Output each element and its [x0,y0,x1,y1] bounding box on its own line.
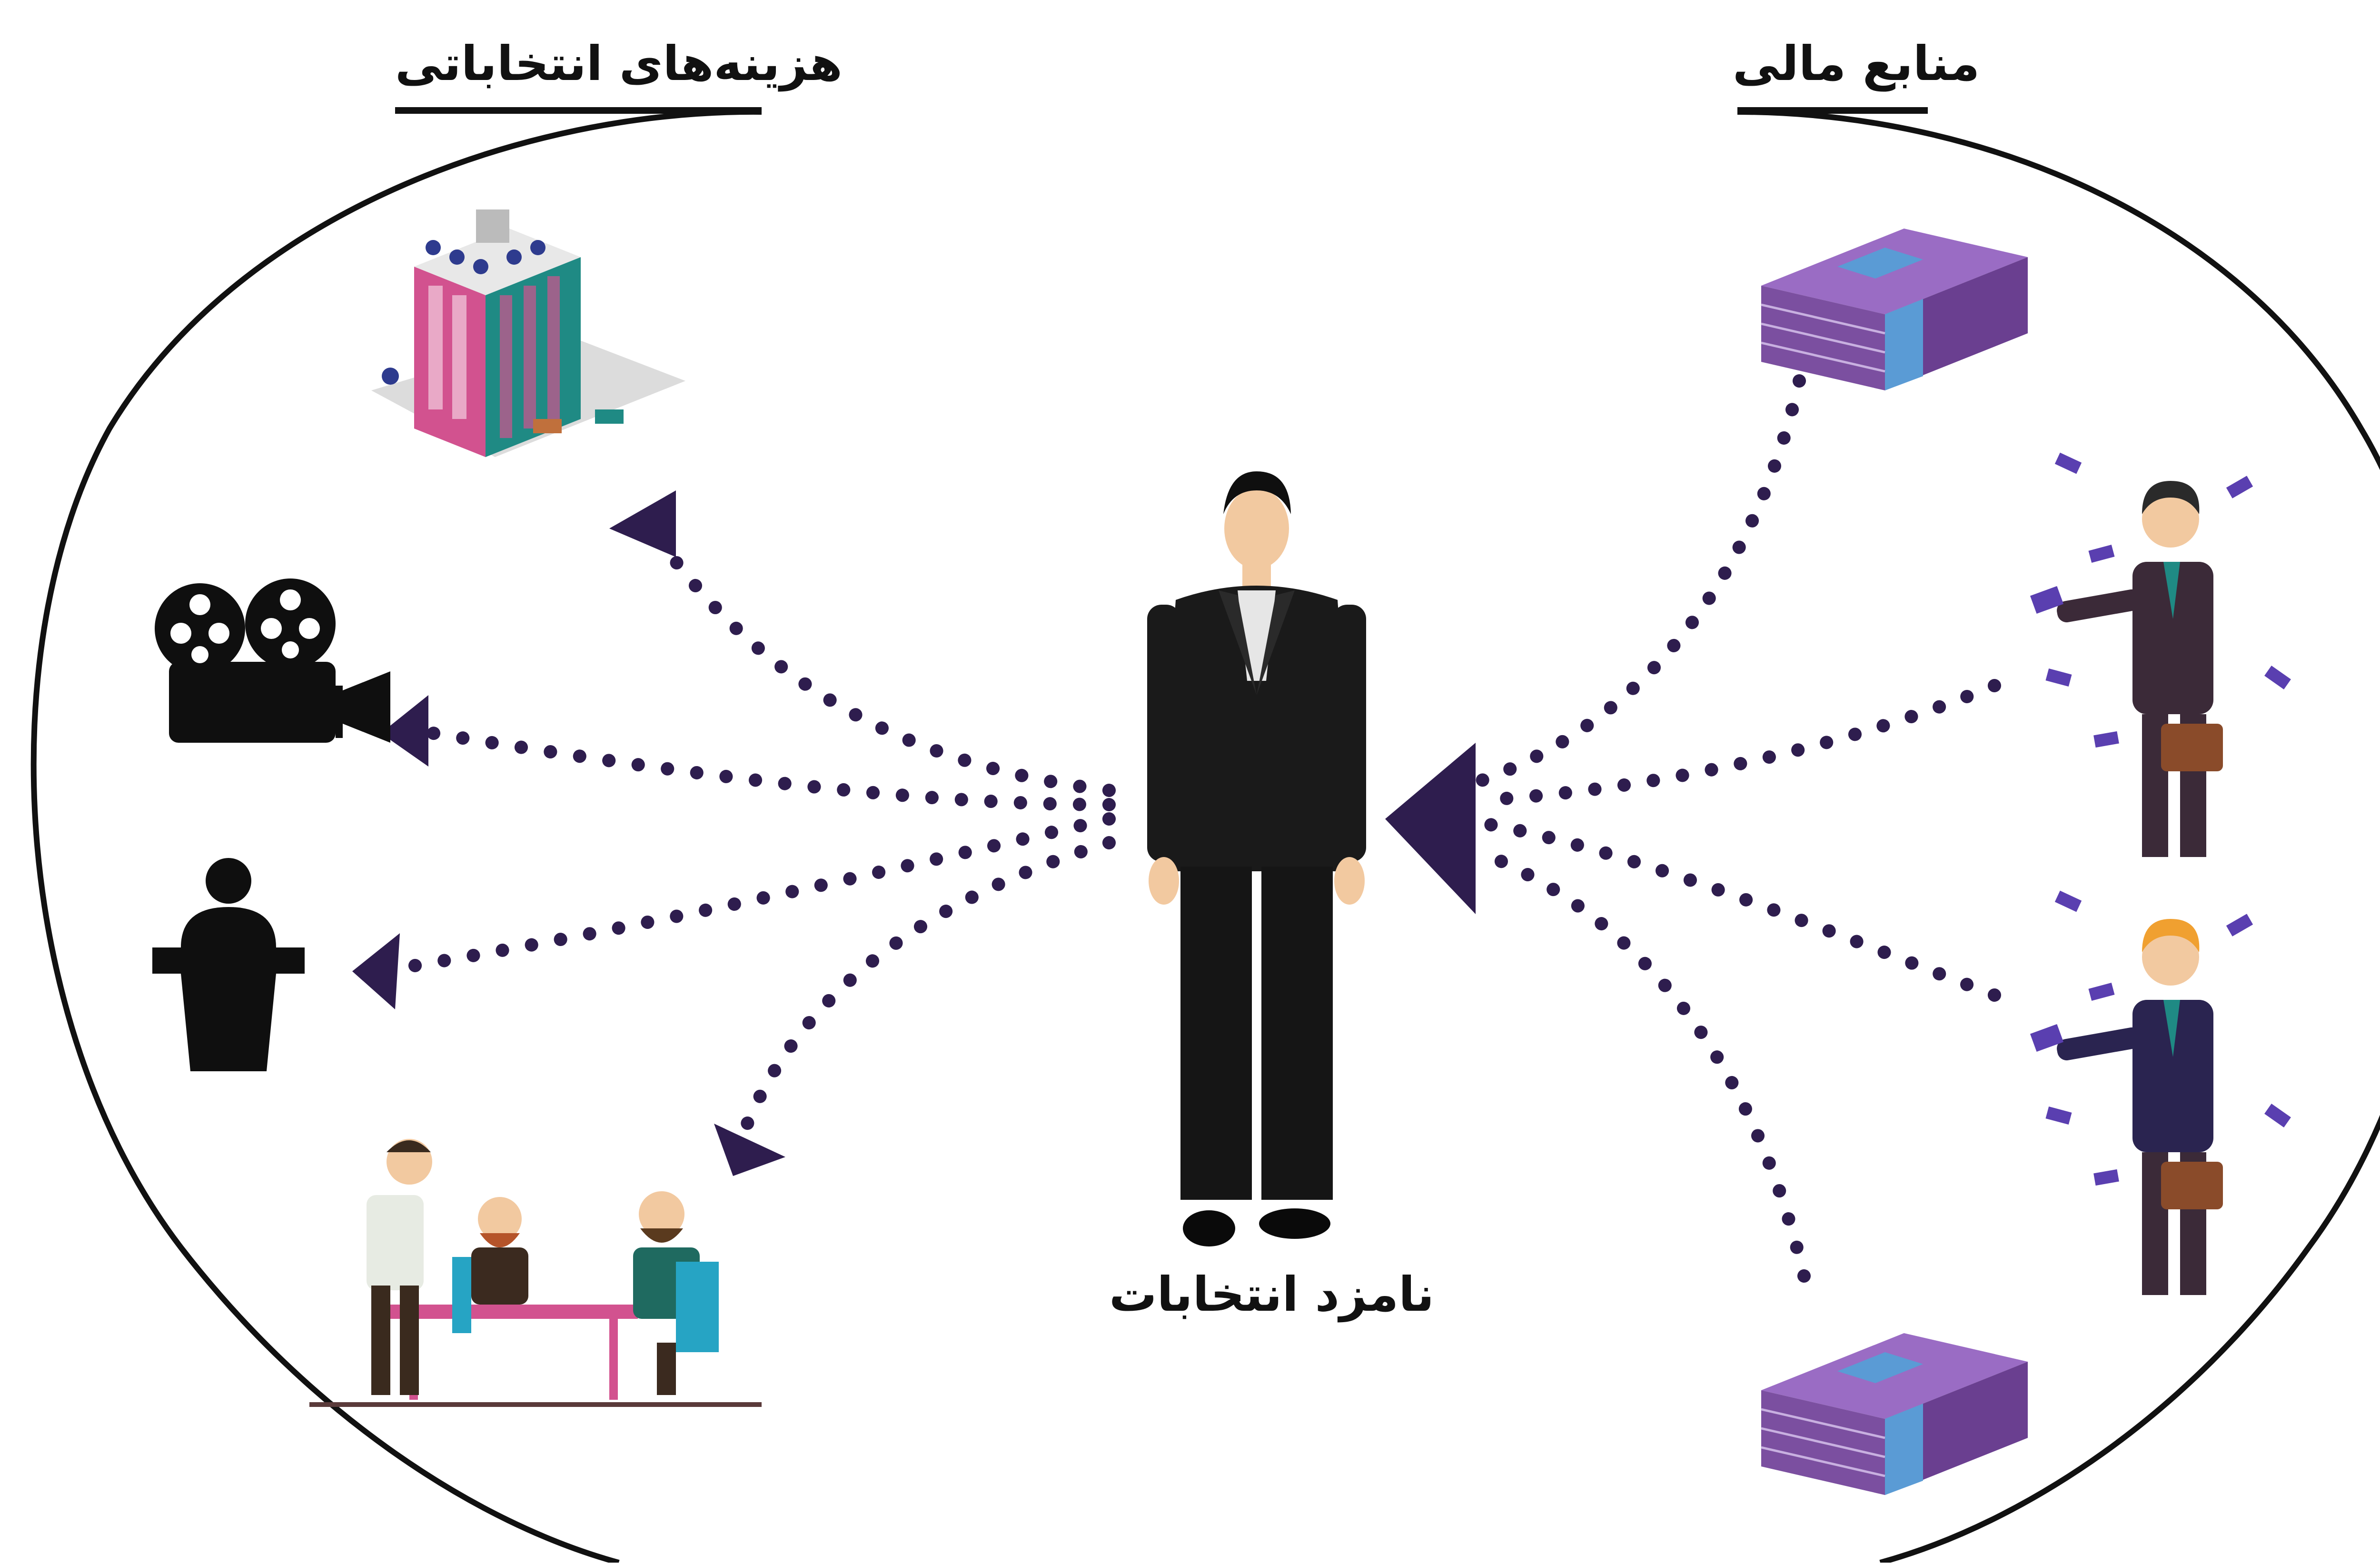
candidate-label: نامزد انتخابات [1109,1266,1435,1322]
businessman-with-money-icon-1 [2030,452,2291,857]
dots-from-businessman-2 [1478,817,2001,1002]
money-stack-icon-top [1761,229,2028,390]
dots-to-building [655,536,1116,797]
businessman-with-money-icon-2 [2030,890,2291,1295]
left-arc [30,109,762,1565]
money-stack-icon-bottom [1761,1333,2028,1495]
speaker-podium-icon [152,858,305,1071]
arrowhead-candidate [1385,743,1476,914]
right-arc [1737,109,2380,1565]
arrowhead-podium [352,933,400,1009]
dots-to-meeting [741,836,1116,1130]
dots-from-businessman-1 [1478,679,2001,807]
arrowheads [352,490,1476,1176]
dots-to-podium [403,812,1116,973]
arrowhead-camera [381,695,428,767]
movie-camera-icon [155,578,390,743]
dots-to-camera [426,727,1116,811]
office-building-icon [371,209,685,457]
candidate-figure [1147,471,1366,1246]
sources-heading: منابع مالی [1733,36,1980,91]
dots-from-money-top [1474,374,1806,787]
dotted-arrows [403,374,2001,1283]
arrowhead-building [609,490,676,557]
costs-heading: هزینه‌های انتخاباتی [395,36,843,91]
arrowhead-meeting [714,1124,785,1176]
business-meeting-icon [309,1139,762,1407]
dots-from-money-bottom [1474,846,1811,1283]
